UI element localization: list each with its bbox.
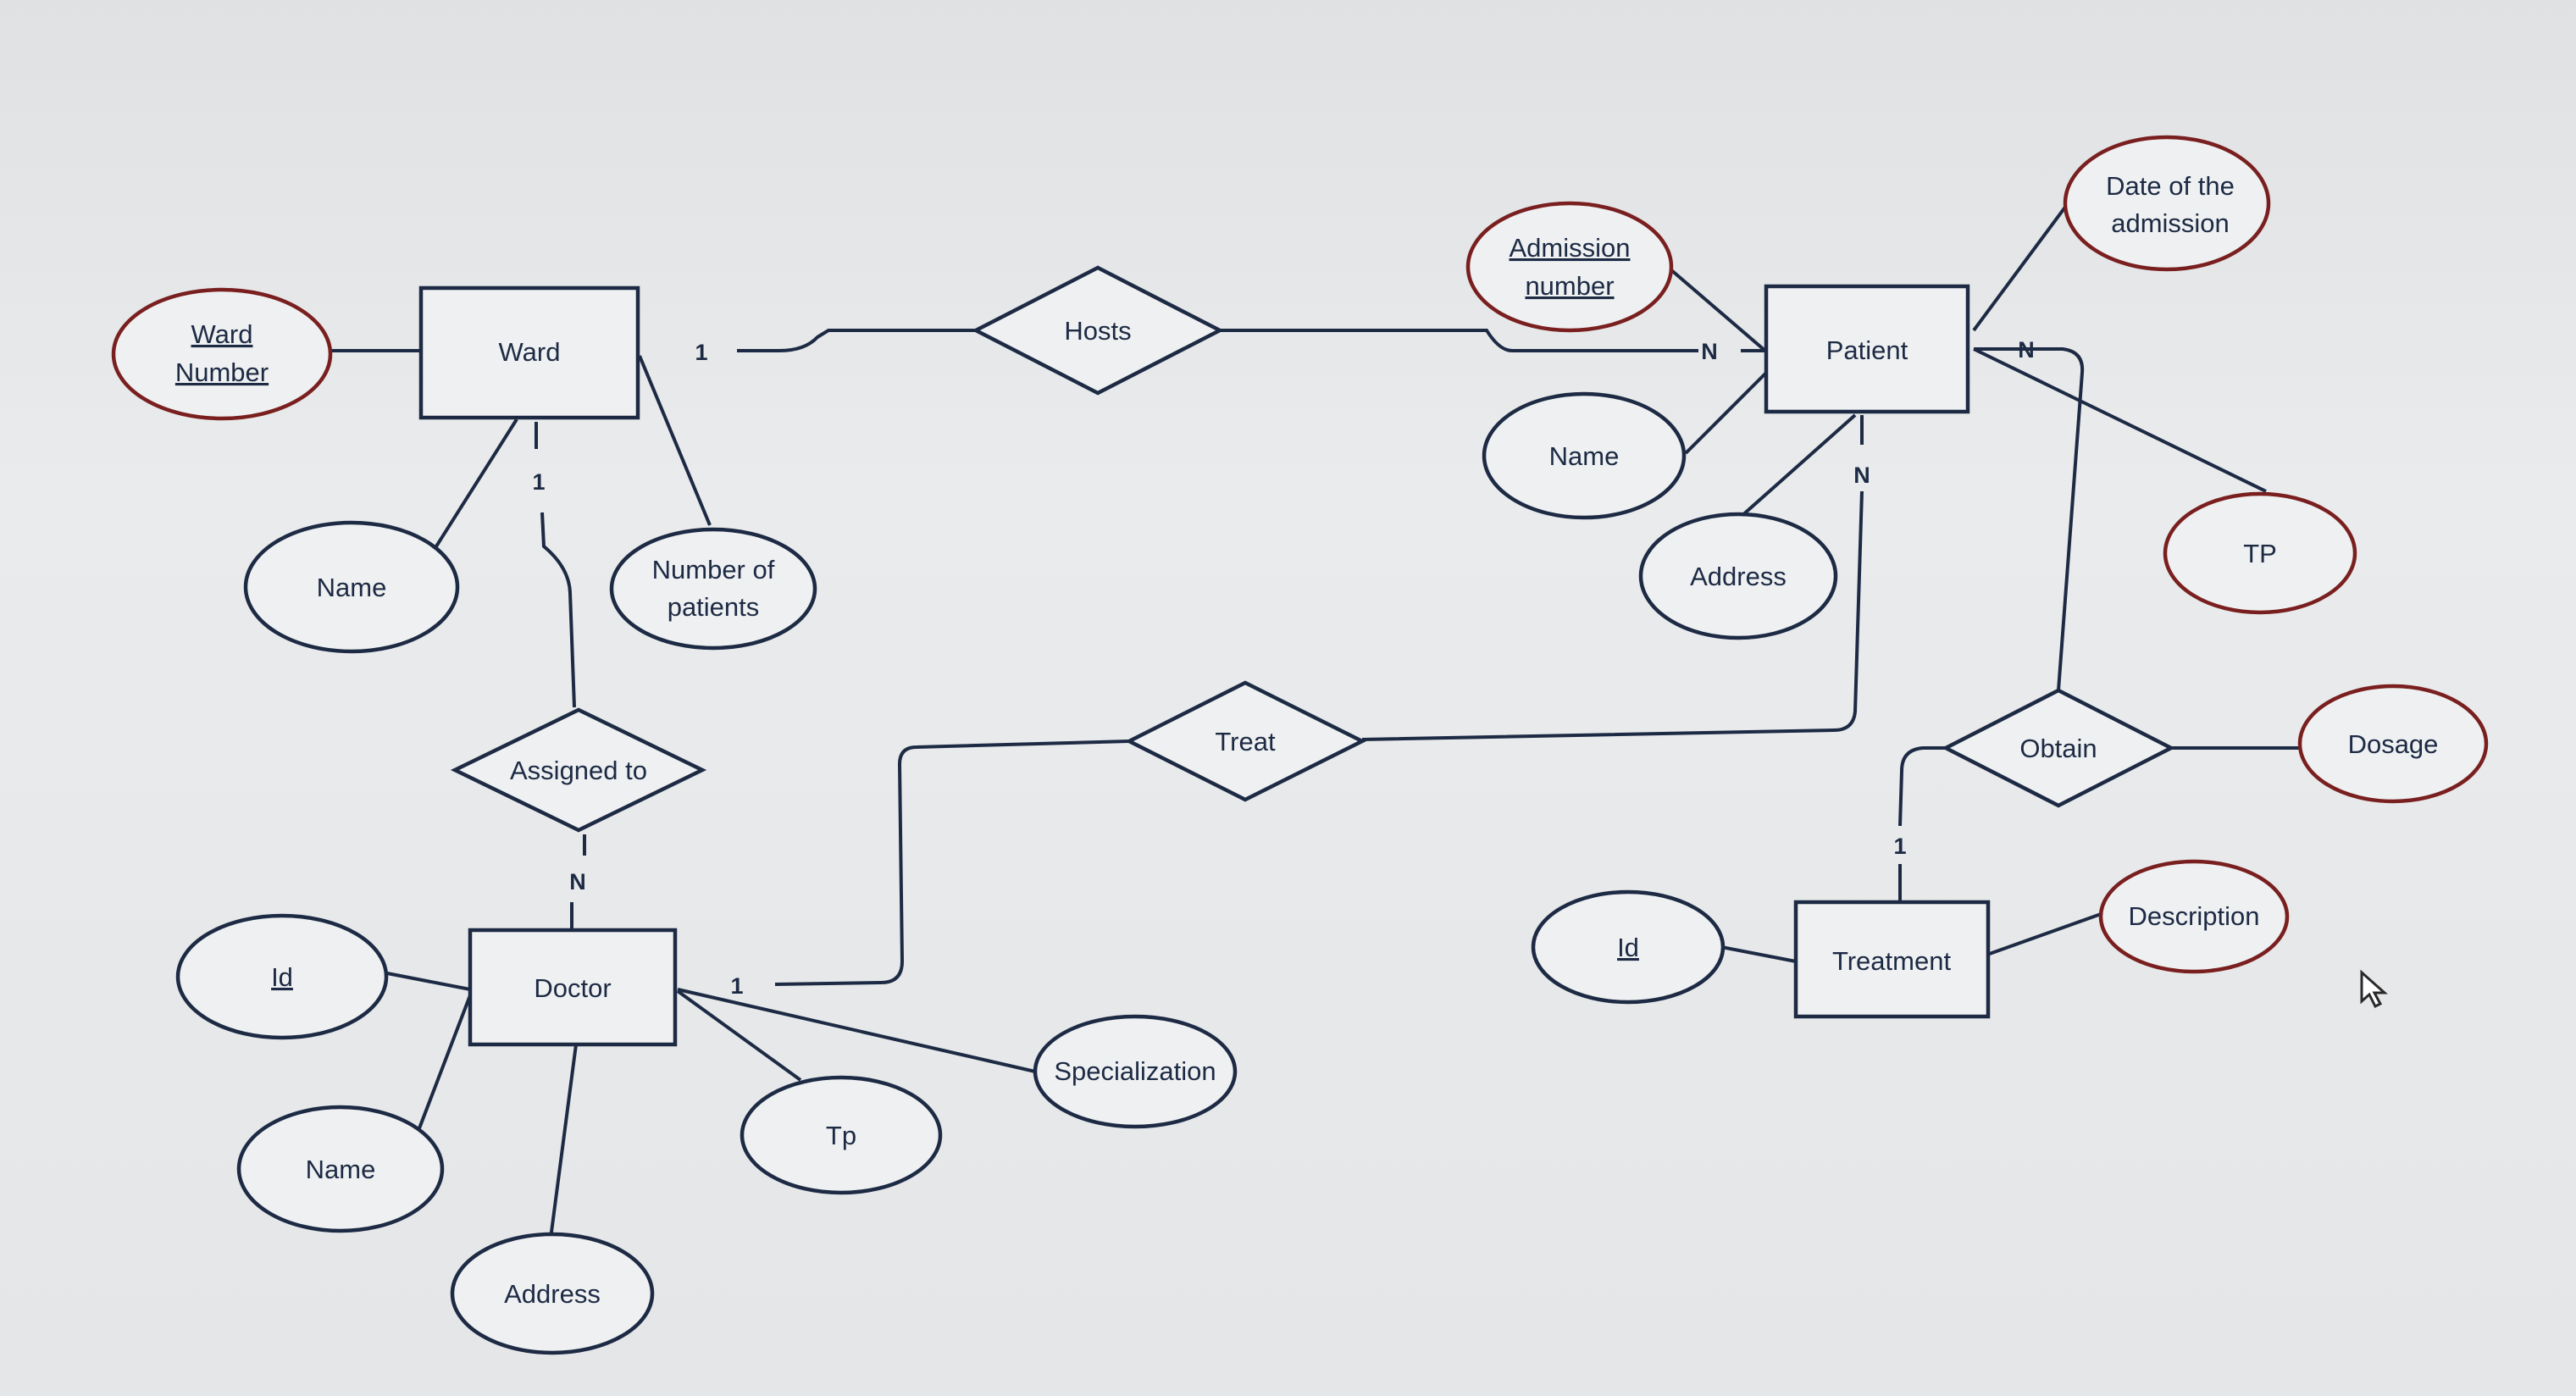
- connector-date-admission: [1972, 197, 2073, 332]
- connector-patient-tp: [1973, 347, 2267, 493]
- cardinality-doctor-assigned: N: [569, 869, 586, 895]
- attribute-doctor-specialization-label: Specialization: [1054, 1056, 1216, 1086]
- attribute-treatment-description: Description: [2098, 859, 2290, 974]
- connector-admission-number: [1669, 268, 1768, 353]
- attribute-admission-number-line1: Admission: [1510, 233, 1631, 263]
- connector-patient-obtain: [1974, 347, 2085, 691]
- attribute-dosage-label: Dosage: [2348, 729, 2439, 759]
- attribute-doctor-name-label: Name: [306, 1155, 376, 1184]
- attribute-date-admission-line1: Date of the: [2106, 171, 2235, 201]
- attribute-date-admission-line2: admission: [2111, 208, 2230, 238]
- relationship-obtain-label: Obtain: [2019, 734, 2097, 763]
- attribute-doctor-address-label: Address: [504, 1279, 601, 1309]
- relationship-hosts: Hosts: [972, 265, 1224, 396]
- attribute-patient-address: Address: [1638, 512, 1838, 640]
- connector-treat-doctor: [774, 740, 1130, 986]
- cardinality-ward-hosts: 1: [695, 340, 707, 365]
- attribute-patient-tp: TP: [2163, 491, 2357, 615]
- entity-treatment: Treatment: [1793, 900, 1991, 1019]
- connector-treatment-id: [1720, 945, 1797, 963]
- attribute-patient-tp-label: TP: [2243, 539, 2277, 568]
- entities: Ward Patient Doctor Treatment: [418, 284, 1991, 1047]
- attribute-admission-number-line2: number: [1525, 271, 1614, 301]
- attribute-dosage: Dosage: [2297, 684, 2489, 804]
- connector-doctor-id: [382, 971, 471, 991]
- mouse-cursor-icon: [2360, 969, 2388, 1009]
- cardinality-patient-obtain: N: [2018, 337, 2035, 363]
- entity-treatment-label: Treatment: [1832, 946, 1952, 976]
- attribute-doctor-id-label: Id: [271, 962, 293, 992]
- cardinality-doctor-treat: 1: [730, 973, 743, 999]
- attribute-ward-number: Ward Number: [111, 287, 333, 421]
- attribute-admission-number: Admission number: [1465, 201, 1674, 333]
- relationship-assigned-label: Assigned to: [510, 756, 647, 785]
- attributes: Ward Number Name Number of patients Admi…: [111, 135, 2489, 1355]
- cardinalities: 1 N N N 1 N 1 1: [532, 337, 2034, 999]
- relationship-assigned: Assigned to: [450, 707, 707, 833]
- relationships: Hosts Assigned to Treat Obtain: [450, 265, 2175, 833]
- connectors: [329, 197, 2300, 1239]
- attribute-ward-number-line1: Ward: [191, 319, 253, 349]
- cardinality-patient-hosts: N: [1701, 339, 1718, 364]
- attribute-doctor-tp-label: Tp: [826, 1121, 856, 1150]
- relationship-obtain: Obtain: [1942, 688, 2175, 808]
- relationship-hosts-label: Hosts: [1064, 316, 1131, 346]
- entity-doctor-label: Doctor: [534, 973, 611, 1003]
- attribute-ward-num-patients-line2: patients: [668, 592, 760, 622]
- connector-treatment-description: [1984, 911, 2104, 957]
- entity-ward: Ward: [418, 285, 640, 420]
- connector-patient-name: [1684, 371, 1768, 455]
- attribute-treatment-id-label: Id: [1617, 933, 1639, 962]
- attribute-date-admission: Date of the admission: [2063, 135, 2271, 272]
- connector-ward-num-patients: [638, 355, 712, 526]
- connector-doctor-address: [549, 1044, 578, 1239]
- entity-ward-label: Ward: [499, 337, 561, 367]
- attribute-ward-num-patients-line1: Number of: [652, 555, 775, 584]
- attribute-patient-address-label: Address: [1690, 562, 1787, 591]
- relationship-treat: Treat: [1124, 680, 1367, 802]
- entity-patient: Patient: [1764, 284, 1970, 414]
- cardinality-ward-assigned: 1: [532, 469, 545, 495]
- attribute-patient-name: Name: [1482, 391, 1687, 520]
- connector-doctor-specialization: [677, 988, 1036, 1073]
- cardinality-patient-treat: N: [1853, 463, 1870, 488]
- attribute-doctor-specialization: Specialization: [1033, 1014, 1238, 1129]
- attribute-doctor-id: Id: [175, 913, 389, 1040]
- attribute-ward-name: Name: [243, 520, 460, 654]
- connector-patient-treat: [1361, 490, 1864, 741]
- attribute-doctor-address: Address: [450, 1232, 655, 1355]
- connector-obtain-treatment: [1898, 746, 1948, 827]
- entity-doctor: Doctor: [468, 928, 678, 1047]
- attribute-doctor-name: Name: [236, 1105, 445, 1233]
- attribute-patient-name-label: Name: [1549, 441, 1620, 471]
- connector-ward-hosts: [737, 329, 976, 352]
- attribute-ward-number-line2: Number: [175, 357, 269, 387]
- attribute-doctor-tp: Tp: [740, 1075, 943, 1195]
- attribute-ward-num-patients: Number of patients: [609, 527, 817, 651]
- entity-patient-label: Patient: [1826, 335, 1908, 365]
- connector-ward-name: [435, 418, 518, 548]
- attribute-treatment-description-label: Description: [2128, 901, 2259, 931]
- connector-hosts-patient: [1220, 329, 1698, 352]
- attribute-ward-name-label: Name: [317, 573, 387, 602]
- connector-doctor-name: [418, 994, 472, 1129]
- cardinality-treatment-obtain: 1: [1893, 834, 1906, 859]
- connector-doctor-tp: [676, 989, 802, 1082]
- relationship-treat-label: Treat: [1215, 727, 1276, 756]
- connector-ward-assigned: [540, 512, 576, 708]
- connector-patient-address: [1739, 413, 1857, 518]
- attribute-treatment-id: Id: [1531, 889, 1726, 1005]
